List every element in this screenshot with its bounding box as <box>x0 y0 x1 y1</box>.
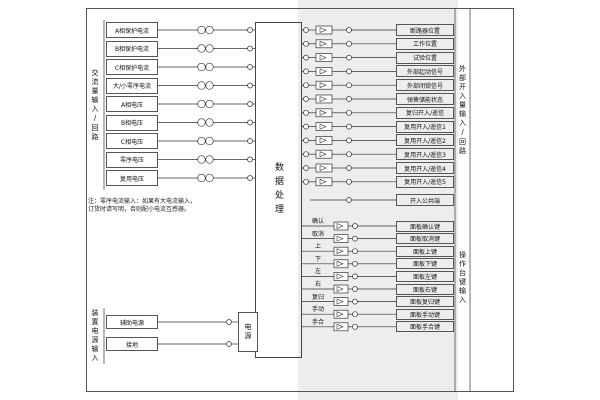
panel-key-label: 面板复归键 <box>396 296 454 308</box>
ext-input-row-label: 复用开入/遥信3 <box>396 148 454 161</box>
group-label-power-input: 装置电源输入 <box>86 306 104 366</box>
group-label-external-input-text: 外部开入量输入/回路 <box>458 64 467 156</box>
panel-key-label: 面板下键 <box>396 258 454 270</box>
panel-key-label: 面板确认键 <box>396 220 454 232</box>
power-supply-box-text: 电源 <box>244 323 252 341</box>
key-name-label: 上 <box>314 243 321 251</box>
data-processing-block: 数据处理 <box>255 22 302 358</box>
ac-input-row-label: A相保护电流 <box>106 22 158 38</box>
ext-input-row-label: 弹簧储能状态 <box>396 93 454 105</box>
ac-input-row-label: B相电压 <box>106 114 158 131</box>
ext-input-row-label: 复归开入/遥信 <box>396 106 454 119</box>
note-text: 注：零序电流输入：如果有大电流输入，订货时请写明，否则配小电流互感器。 <box>88 198 197 214</box>
ext-input-row-label: 工作位置 <box>396 37 454 50</box>
key-name-label: 下 <box>314 255 321 263</box>
group-label-panel-keys: 操作台键输入 <box>455 228 470 328</box>
key-name-label: 右 <box>314 281 321 288</box>
key-name-label: 左 <box>314 268 321 276</box>
key-name-label: 手动 <box>311 306 324 314</box>
panel-key-label: 面板左键 <box>396 270 454 282</box>
power-row-label: 接地 <box>106 337 158 351</box>
ac-input-row-label: B相保护电流 <box>106 40 158 57</box>
ext-input-row-label: 复用开入/遥信5 <box>396 175 454 188</box>
ext-input-row-label: 复用开入/遥信4 <box>396 162 454 174</box>
panel-key-label: 面板上键 <box>396 245 454 257</box>
group-label-power-input-text: 装置电源输入 <box>91 309 99 363</box>
key-name-label: 手合 <box>311 318 324 326</box>
group-label-ac-input: 交流量输入/回路 <box>86 30 104 180</box>
data-processing-block-text: 数据处理 <box>273 162 283 218</box>
ac-input-row-label: 复用电压 <box>106 170 158 186</box>
ac-input-row-label: A相电压 <box>106 96 158 112</box>
ext-input-row-label: 复用开入/遥信2 <box>396 134 454 147</box>
group-label-panel-keys-text: 操作台键输入 <box>458 251 467 305</box>
ext-input-row-label: 复用开入/遥信1 <box>396 120 454 133</box>
key-name-label: 确认 <box>311 218 324 225</box>
ext-input-row-label: 外部起动信号 <box>396 65 454 78</box>
key-name-label: 复归 <box>311 293 324 301</box>
ext-input-row-label: 试验位置 <box>396 51 454 64</box>
ac-input-row-label: C相保护电流 <box>106 59 158 75</box>
power-supply-box: 电源 <box>238 312 258 352</box>
group-label-external-input: 外部开入量输入/回路 <box>455 30 470 190</box>
power-row-label: 辅助电源 <box>106 315 158 329</box>
ac-input-row-label: C相电压 <box>106 133 158 149</box>
ext-input-row-label: 断路器位置 <box>396 24 454 36</box>
key-name-label: 取消 <box>311 230 324 238</box>
ext-input-row-label: 外部闭锁信号 <box>396 79 454 92</box>
group-label-ac-input-text: 交流量输入/回路 <box>91 68 99 142</box>
panel-key-label: 面板手合键 <box>396 321 454 333</box>
ext-input-common-label: 开入公共端 <box>396 194 454 206</box>
panel-key-label: 面板手动键 <box>396 308 454 320</box>
panel-key-label: 面板取消键 <box>396 233 454 245</box>
ac-input-row-label: 零序电压 <box>106 151 158 168</box>
panel-key-label: 面板右键 <box>396 283 454 295</box>
drawing-frame <box>86 8 514 392</box>
ac-input-row-label: 大/小零序电流 <box>106 77 158 94</box>
